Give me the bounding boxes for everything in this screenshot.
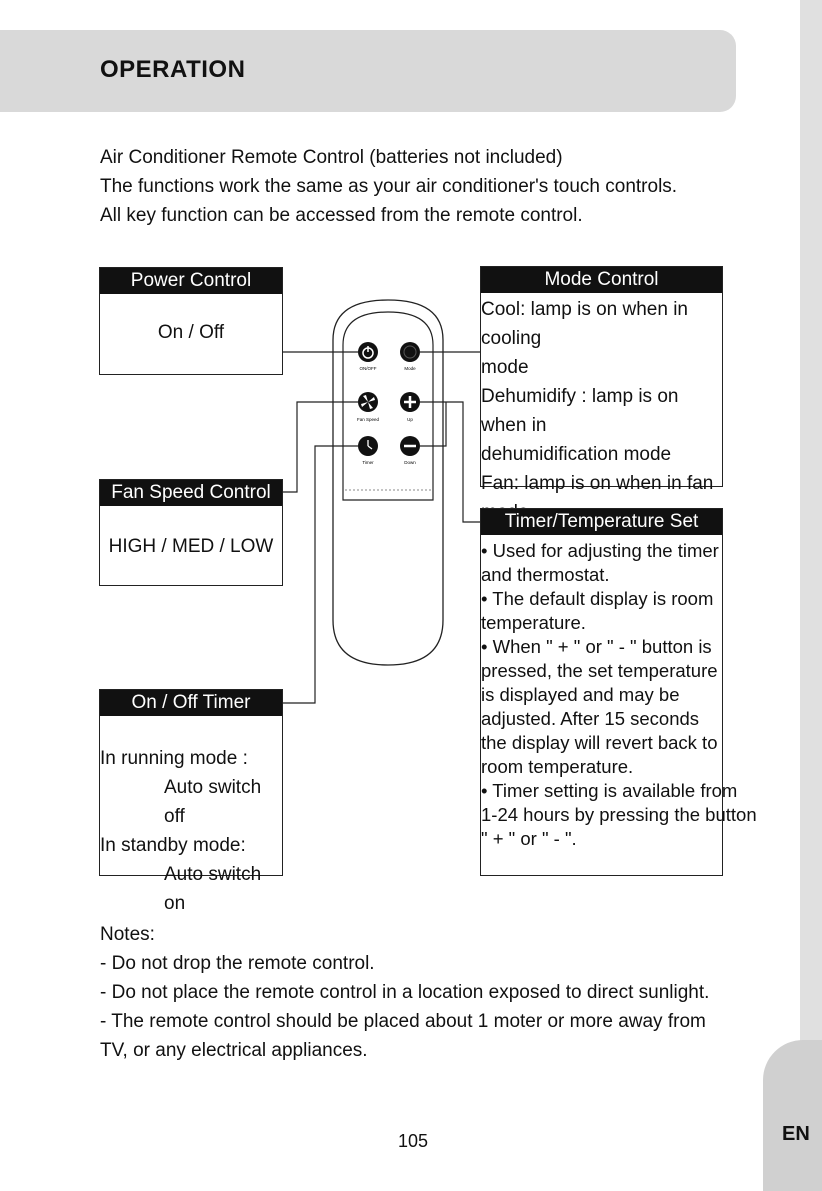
temp-line: • Timer setting is available from	[481, 780, 738, 801]
temp-line: " + " or " - ".	[481, 828, 577, 849]
temp-line: the display will revert back to	[481, 732, 718, 753]
timer-line: In running mode :	[100, 748, 248, 769]
fan-icon	[361, 395, 375, 409]
temperature-control-box: Timer/Temperature Set Control • Used for…	[480, 508, 757, 876]
timer-control-box: On / Off Timer Control In running mode :…	[99, 689, 283, 914]
remote-inner-outline	[342, 311, 434, 501]
down-connector	[420, 402, 447, 447]
header-band	[0, 30, 736, 112]
intro-line: Air Conditioner Remote Control (batterie…	[100, 147, 563, 168]
note-item: - Do not drop the remote control.	[100, 953, 375, 974]
temp-line: is displayed and may be	[481, 684, 680, 705]
page-title: OPERATION	[100, 56, 246, 83]
intro-line: All key function can be accessed from th…	[100, 205, 583, 226]
power-button	[358, 342, 378, 362]
temp-line: and thermostat.	[481, 564, 610, 585]
temp-line: pressed, the set temperature	[481, 660, 718, 681]
mode-control-title: Mode Control	[481, 267, 722, 293]
intro-line: The functions work the same as your air …	[100, 176, 678, 197]
timer-button	[358, 436, 378, 456]
fan-speed-button	[358, 392, 378, 412]
mode-control-body: Cool: lamp is on when in cooling mode De…	[481, 293, 722, 527]
temp-line: • When " + " or " - " button is	[481, 636, 712, 657]
temperature-control-title: Timer/Temperature Set Control	[481, 509, 722, 558]
fan-speed-control-text: HIGH / MED / LOW	[108, 536, 274, 557]
fan-speed-control-title: Fan Speed Control	[100, 480, 282, 506]
power-control-box: Power Control On / Off	[99, 267, 283, 375]
language-tab: EN	[782, 1123, 810, 1145]
side-tab-corner	[763, 1040, 822, 1191]
note-item: - Do not place the remote control in a l…	[100, 982, 710, 1003]
timer-control-body: In running mode : Auto switch off In sta…	[100, 716, 282, 918]
mode-button	[400, 342, 420, 362]
mode-line: dehumidification mode	[481, 444, 672, 465]
mode-control-box: Mode Control Cool: lamp is on when in co…	[480, 266, 723, 523]
timer-line: Auto switch on	[164, 864, 262, 914]
button-label: Up	[407, 417, 413, 422]
mode-line: Cool: lamp is on when in cooling	[481, 299, 688, 349]
timer-control-title: On / Off Timer Control	[100, 690, 282, 739]
up-button	[400, 392, 420, 412]
intro-text: Air Conditioner Remote Control (batterie…	[100, 143, 677, 230]
temp-line: temperature.	[481, 612, 586, 633]
remote-body	[332, 299, 444, 666]
button-label: Mode	[404, 366, 416, 371]
power-control-title: Power Control	[100, 268, 282, 294]
circle-icon	[403, 345, 417, 359]
notes-section: Notes: - Do not drop the remote control.…	[100, 920, 726, 1065]
power-control-text: On / Off	[157, 322, 225, 343]
fan-speed-control-box: Fan Speed Control HIGH / MED / LOW	[99, 479, 283, 586]
timer-connector	[283, 445, 358, 704]
fan-connector	[283, 401, 358, 493]
note-item: - The remote control should be placed ab…	[100, 1011, 706, 1061]
page-number: 105	[398, 1131, 429, 1151]
timer-line: In standby mode:	[100, 835, 246, 856]
button-label: Fan Speed	[357, 417, 380, 422]
button-label: Down	[404, 460, 416, 465]
power-icon	[362, 347, 374, 359]
notes-title: Notes:	[100, 924, 155, 945]
button-label: Timer	[362, 460, 374, 465]
temp-line: 1-24 hours by pressing the button	[481, 804, 757, 825]
side-tab	[800, 0, 822, 1191]
mode-line: mode	[481, 357, 529, 378]
temp-line: room temperature.	[481, 756, 634, 777]
timer-line: Auto switch off	[164, 777, 262, 827]
up-connector	[420, 401, 480, 523]
temp-line: adjusted. After 15 seconds	[481, 708, 700, 729]
down-button	[400, 436, 420, 456]
temp-line: • Used for adjusting the timer	[481, 540, 719, 561]
mode-line: Fan: lamp is on when in fan	[481, 473, 714, 494]
temp-line: • The default display is room	[481, 588, 714, 609]
mode-line: Dehumidify : lamp is on when in	[481, 386, 679, 436]
button-label: ON/OFF	[360, 366, 377, 371]
temperature-control-body: • Used for adjusting the timer and therm…	[481, 535, 757, 851]
